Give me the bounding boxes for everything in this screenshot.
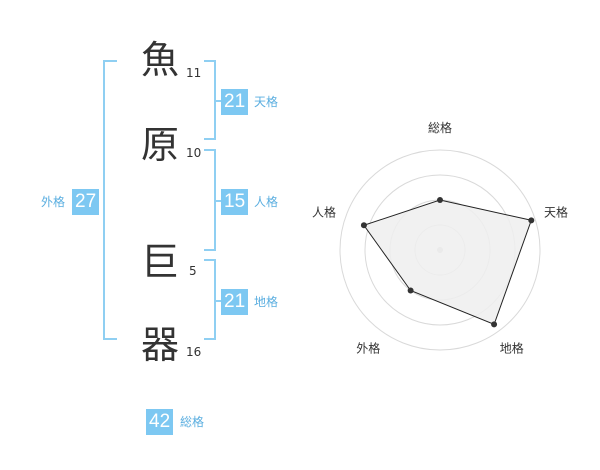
radar-point [407, 287, 414, 294]
stroke-count-3: 5 [189, 264, 197, 278]
tenkaku-value: 21 [221, 89, 249, 115]
jinkaku-value: 15 [221, 189, 249, 215]
radar-ring [339, 149, 541, 351]
jinkaku-bracket-stub [214, 200, 221, 202]
radar-axis-label: 地格 [500, 341, 524, 356]
kanji-char-2: 原 [140, 123, 179, 167]
radar-axis-label: 天格 [544, 204, 568, 219]
radar-polygon [363, 199, 532, 326]
radar-axis-label: 人格 [312, 204, 336, 219]
gaikaku-value: 27 [72, 189, 100, 215]
kanji-char-4: 器 [140, 323, 179, 367]
chikaku-value: 21 [221, 289, 249, 315]
stroke-count-2: 10 [186, 146, 202, 160]
radar-point [437, 197, 443, 203]
tenkaku-bracket-stub [214, 100, 221, 102]
stroke-count-1: 11 [186, 66, 202, 80]
gaikaku-label: 外格 [41, 195, 66, 209]
chikaku-label: 地格 [254, 295, 279, 309]
radar-axis-label: 外格 [356, 341, 380, 356]
jinkaku-label: 人格 [254, 195, 279, 209]
kanji-char-1: 魚 [140, 38, 179, 82]
soukaku-label: 総格 [180, 415, 205, 429]
gaikaku-bracket [103, 60, 117, 340]
radar-point [528, 217, 535, 224]
tenkaku-label: 天格 [254, 95, 279, 109]
kanji-char-3: 巨 [140, 240, 179, 284]
radar-point [491, 321, 498, 328]
radar-point [360, 222, 367, 229]
chikaku-bracket [204, 259, 216, 340]
stroke-count-4: 16 [186, 345, 202, 359]
soukaku-value: 42 [146, 409, 174, 435]
chikaku-bracket-stub [214, 300, 221, 302]
radar-axis-label: 総格 [428, 120, 452, 135]
